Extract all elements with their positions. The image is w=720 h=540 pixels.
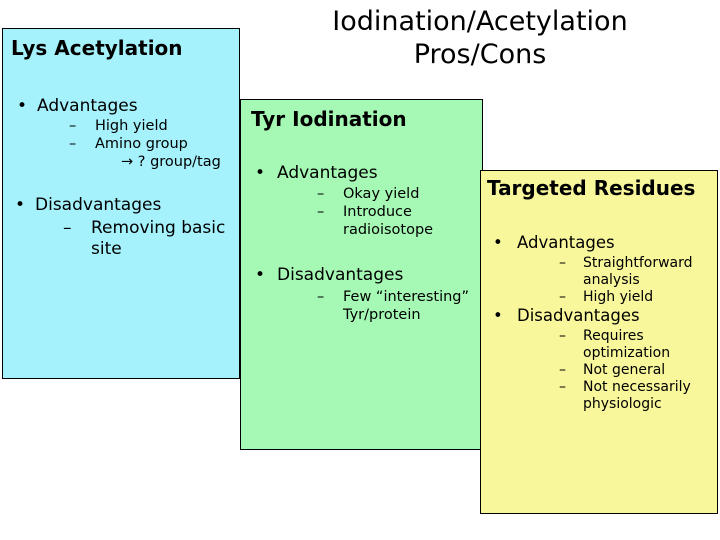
bullet-marker-dash: – bbox=[63, 217, 72, 238]
list-item: • Advantages – Okay yield – Introduce ra… bbox=[241, 163, 482, 239]
list-item-label: Introduce radioisotope bbox=[343, 204, 434, 238]
bullet-marker-dash: – bbox=[559, 379, 566, 396]
bullet-list: • Advantages – Straightforward analysis … bbox=[481, 233, 717, 413]
bullet-marker-dot: • bbox=[15, 195, 26, 216]
list-item: – Straightforward analysis bbox=[557, 254, 717, 289]
list-item-label: Removing basic site bbox=[91, 217, 226, 259]
panel-heading-targeted-residues: Targeted Residues bbox=[487, 176, 696, 200]
list-item-label: Straightforward analysis bbox=[583, 254, 693, 288]
list-item: – Not general bbox=[557, 361, 717, 379]
list-item: • Disadvantages – Requires optimization … bbox=[481, 306, 717, 413]
list-item: – High yield bbox=[65, 118, 239, 136]
sub-bullet-list: – Few “interesting” Tyr/protein bbox=[277, 288, 482, 324]
bullet-marker-dash: – bbox=[317, 288, 325, 305]
list-item: • Disadvantages – Few “interesting” Tyr/… bbox=[241, 265, 482, 324]
bullet-marker-dot: • bbox=[255, 163, 266, 183]
bullet-marker-dot: • bbox=[493, 306, 503, 326]
list-item: – Not necessarily physiologic bbox=[557, 379, 717, 413]
sub-bullet-list: – Okay yield – Introduce radioisotope bbox=[277, 186, 482, 239]
list-item: – Removing basic site bbox=[57, 217, 239, 259]
list-item-label: High yield bbox=[583, 288, 654, 305]
spacer bbox=[3, 171, 239, 195]
panel-tyr-iodination: Tyr Iodination • Advantages – Okay yield… bbox=[240, 99, 483, 450]
bullet-list: • Advantages – High yield – Amino group … bbox=[3, 96, 239, 259]
list-item: • Disadvantages – Removing basic site bbox=[3, 195, 239, 259]
list-item-label: Disadvantages bbox=[517, 306, 640, 326]
sub-bullet-list: – Requires optimization – Not general – … bbox=[517, 327, 717, 413]
list-item-label: Advantages bbox=[277, 163, 378, 183]
panel-targeted-residues: Targeted Residues • Advantages – Straigh… bbox=[480, 170, 718, 514]
list-item-continuation: → ? group/tag bbox=[121, 153, 221, 170]
bullet-marker-dash: – bbox=[559, 361, 566, 378]
list-item: • Advantages – Straightforward analysis … bbox=[481, 233, 717, 306]
list-item: – Few “interesting” Tyr/protein bbox=[313, 288, 482, 324]
panel-lys-acetylation: Lys Acetylation • Advantages – High yiel… bbox=[2, 28, 240, 379]
list-item-label: Not general bbox=[583, 361, 666, 378]
page-title: Iodination/Acetylation Pros/Cons bbox=[332, 6, 628, 70]
spacer bbox=[241, 239, 482, 265]
list-item: – Requires optimization bbox=[557, 327, 717, 362]
panel-heading-lys-acetylation: Lys Acetylation bbox=[11, 36, 183, 60]
list-item-label: High yield bbox=[95, 118, 168, 135]
list-item-label: Few “interesting” Tyr/protein bbox=[343, 288, 470, 323]
bullet-marker-dash: – bbox=[317, 204, 325, 221]
list-item: – High yield bbox=[557, 288, 717, 306]
list-item: – Amino group → ? group/tag bbox=[65, 136, 239, 171]
list-item-label: Amino group bbox=[95, 136, 188, 153]
panel-body-lys-acetylation: • Advantages – High yield – Amino group … bbox=[3, 96, 239, 259]
bullet-marker-dash: – bbox=[559, 254, 566, 271]
list-item: – Okay yield bbox=[313, 186, 482, 204]
list-item: • Advantages – High yield – Amino group … bbox=[3, 96, 239, 171]
bullet-marker-dash: – bbox=[317, 186, 325, 203]
bullet-marker-dash: – bbox=[559, 327, 566, 344]
panel-body-targeted-residues: • Advantages – Straightforward analysis … bbox=[481, 233, 717, 413]
list-item-label: Advantages bbox=[517, 233, 615, 252]
bullet-marker-dash: – bbox=[69, 118, 77, 135]
bullet-marker-dot: • bbox=[17, 96, 28, 116]
panel-body-tyr-iodination: • Advantages – Okay yield – Introduce ra… bbox=[241, 163, 482, 324]
sub-bullet-list: – High yield – Amino group → ? group/tag bbox=[37, 118, 239, 171]
panel-heading-tyr-iodination: Tyr Iodination bbox=[251, 107, 407, 131]
bullet-marker-dash: – bbox=[69, 136, 77, 153]
list-item-label: Disadvantages bbox=[277, 265, 404, 286]
bullet-marker-dot: • bbox=[255, 265, 266, 286]
bullet-list: • Advantages – Okay yield – Introduce ra… bbox=[241, 163, 482, 324]
bullet-marker-dash: – bbox=[559, 288, 566, 305]
bullet-marker-dot: • bbox=[493, 233, 503, 252]
list-item-label: Disadvantages bbox=[35, 195, 162, 216]
list-item-label: Not necessarily physiologic bbox=[583, 379, 691, 413]
list-item-label: Okay yield bbox=[343, 186, 420, 203]
sub-bullet-list: – Straightforward analysis – High yield bbox=[517, 254, 717, 306]
list-item: – Introduce radioisotope bbox=[313, 204, 482, 239]
sub-bullet-list: – Removing basic site bbox=[35, 217, 239, 259]
list-item-label: Requires optimization bbox=[583, 327, 671, 361]
list-item-label: Advantages bbox=[37, 96, 138, 116]
